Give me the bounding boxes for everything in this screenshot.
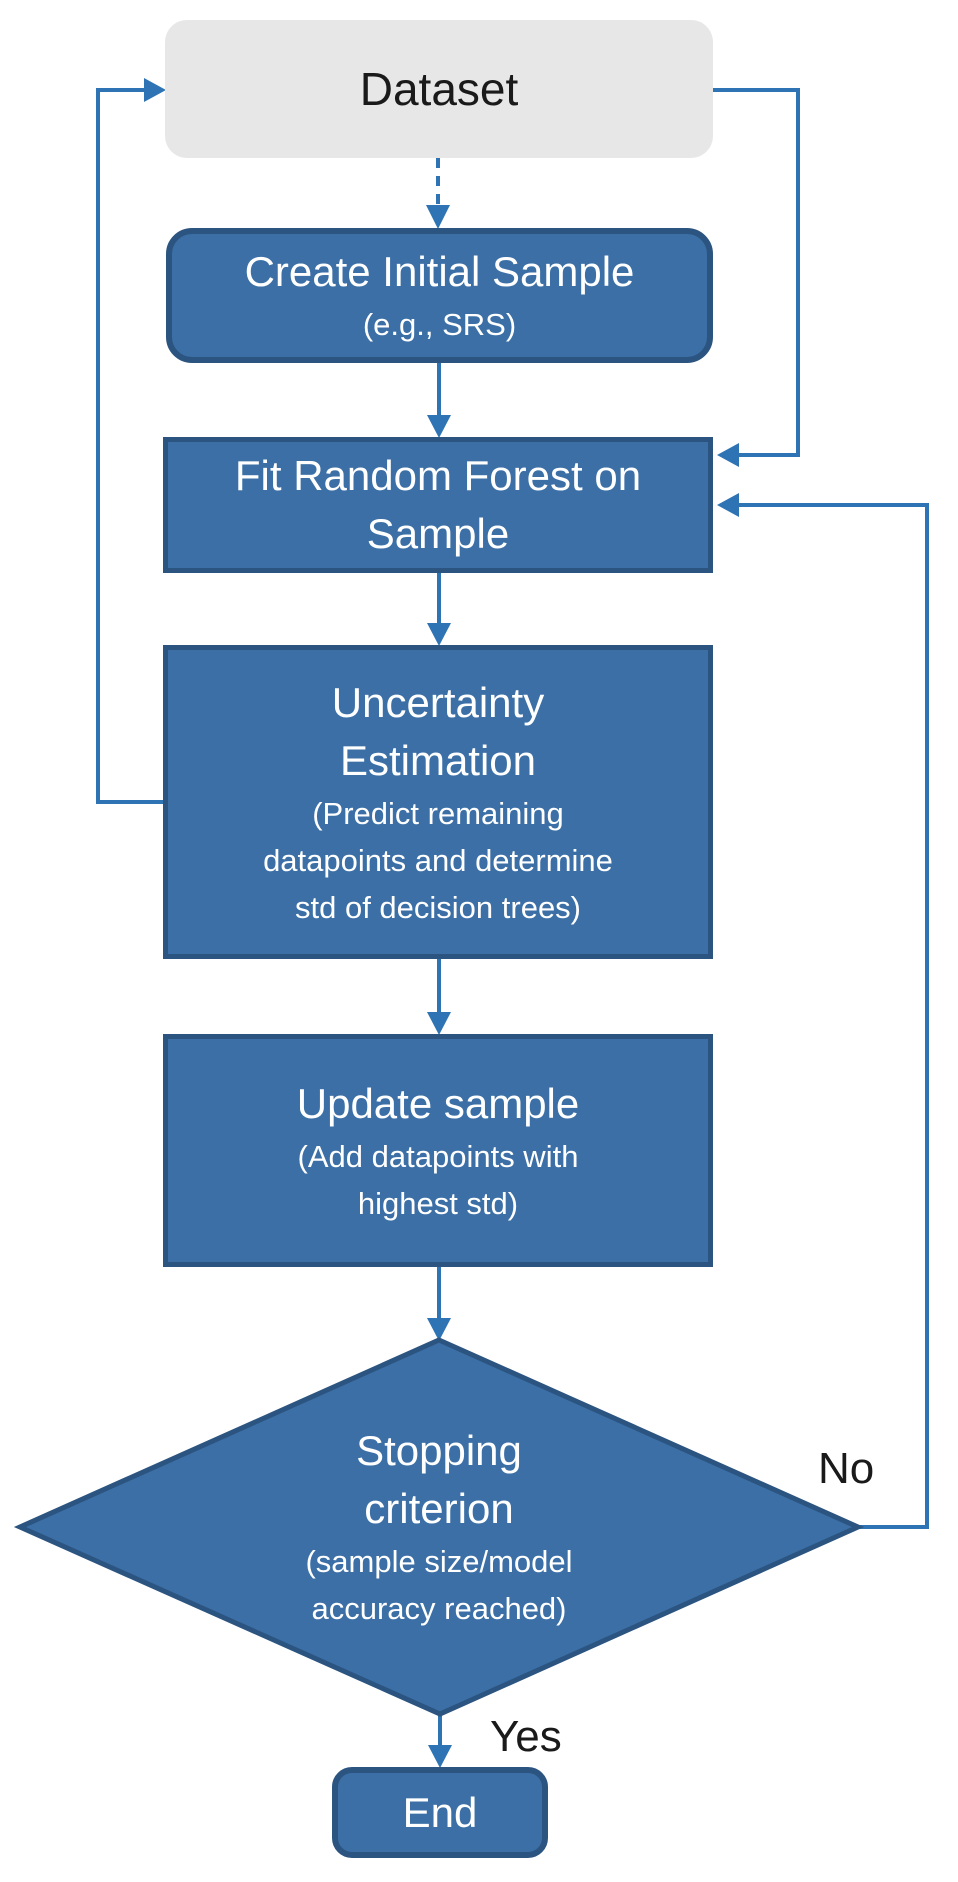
uncertainty-estimation-node: Uncertainty Estimation (Predict remainin… — [163, 645, 713, 959]
stopping-criterion-title-line1: Stopping — [356, 1427, 522, 1474]
create-initial-sample-title: Create Initial Sample — [244, 248, 635, 295]
create-initial-sample-node: Create Initial Sample (e.g., SRS) — [166, 228, 713, 363]
edge-uncertainty-to-update — [427, 959, 451, 1035]
edge-dataset-to-fit — [713, 88, 800, 467]
fit-random-forest-node: Fit Random Forest on Sample — [163, 437, 713, 573]
end-node: End — [332, 1767, 548, 1858]
dataset-label: Dataset — [359, 63, 519, 115]
uncertainty-subtitle-line3: std of decision trees) — [294, 889, 582, 925]
update-sample-title: Update sample — [296, 1079, 580, 1127]
uncertainty-subtitle-line1: (Predict remaining — [312, 795, 564, 831]
uncertainty-title-line1: Uncertainty — [331, 678, 545, 726]
no-edge-label: No — [818, 1444, 875, 1493]
fit-random-forest-title-line2: Sample — [366, 510, 510, 557]
update-sample-subtitle-line2: highest std) — [357, 1185, 519, 1221]
update-sample-node: Update sample (Add datapoints with highe… — [163, 1034, 713, 1267]
edge-stopping-to-fit-no — [717, 493, 929, 1529]
uncertainty-title-line2: Estimation — [339, 736, 537, 784]
stopping-criterion-subtitle-line2: accuracy reached) — [311, 1591, 567, 1626]
stopping-criterion-title-line2: criterion — [364, 1485, 514, 1532]
edge-fit-to-uncertainty — [427, 573, 451, 646]
edge-uncertainty-to-dataset — [96, 78, 166, 804]
edge-stopping-to-end — [428, 1714, 452, 1768]
edge-create-to-fit — [427, 363, 451, 438]
end-label: End — [402, 1788, 478, 1836]
stopping-criterion-subtitle-line1: (sample size/model — [305, 1544, 573, 1579]
yes-edge-label: Yes — [490, 1712, 562, 1761]
stopping-criterion-diamond — [13, 1337, 865, 1717]
update-sample-subtitle-line1: (Add datapoints with — [297, 1138, 579, 1174]
create-initial-sample-subtitle: (e.g., SRS) — [362, 307, 517, 342]
stopping-criterion-text: Stopping criterion (sample size/model ac… — [139, 1398, 739, 1656]
uncertainty-subtitle-line2: datapoints and determine — [263, 842, 613, 878]
edge-dataset-to-create — [426, 158, 450, 229]
dataset-node: Dataset — [165, 20, 713, 158]
fit-random-forest-title-line1: Fit Random Forest on — [234, 452, 642, 499]
edge-update-to-stopping — [427, 1267, 451, 1341]
